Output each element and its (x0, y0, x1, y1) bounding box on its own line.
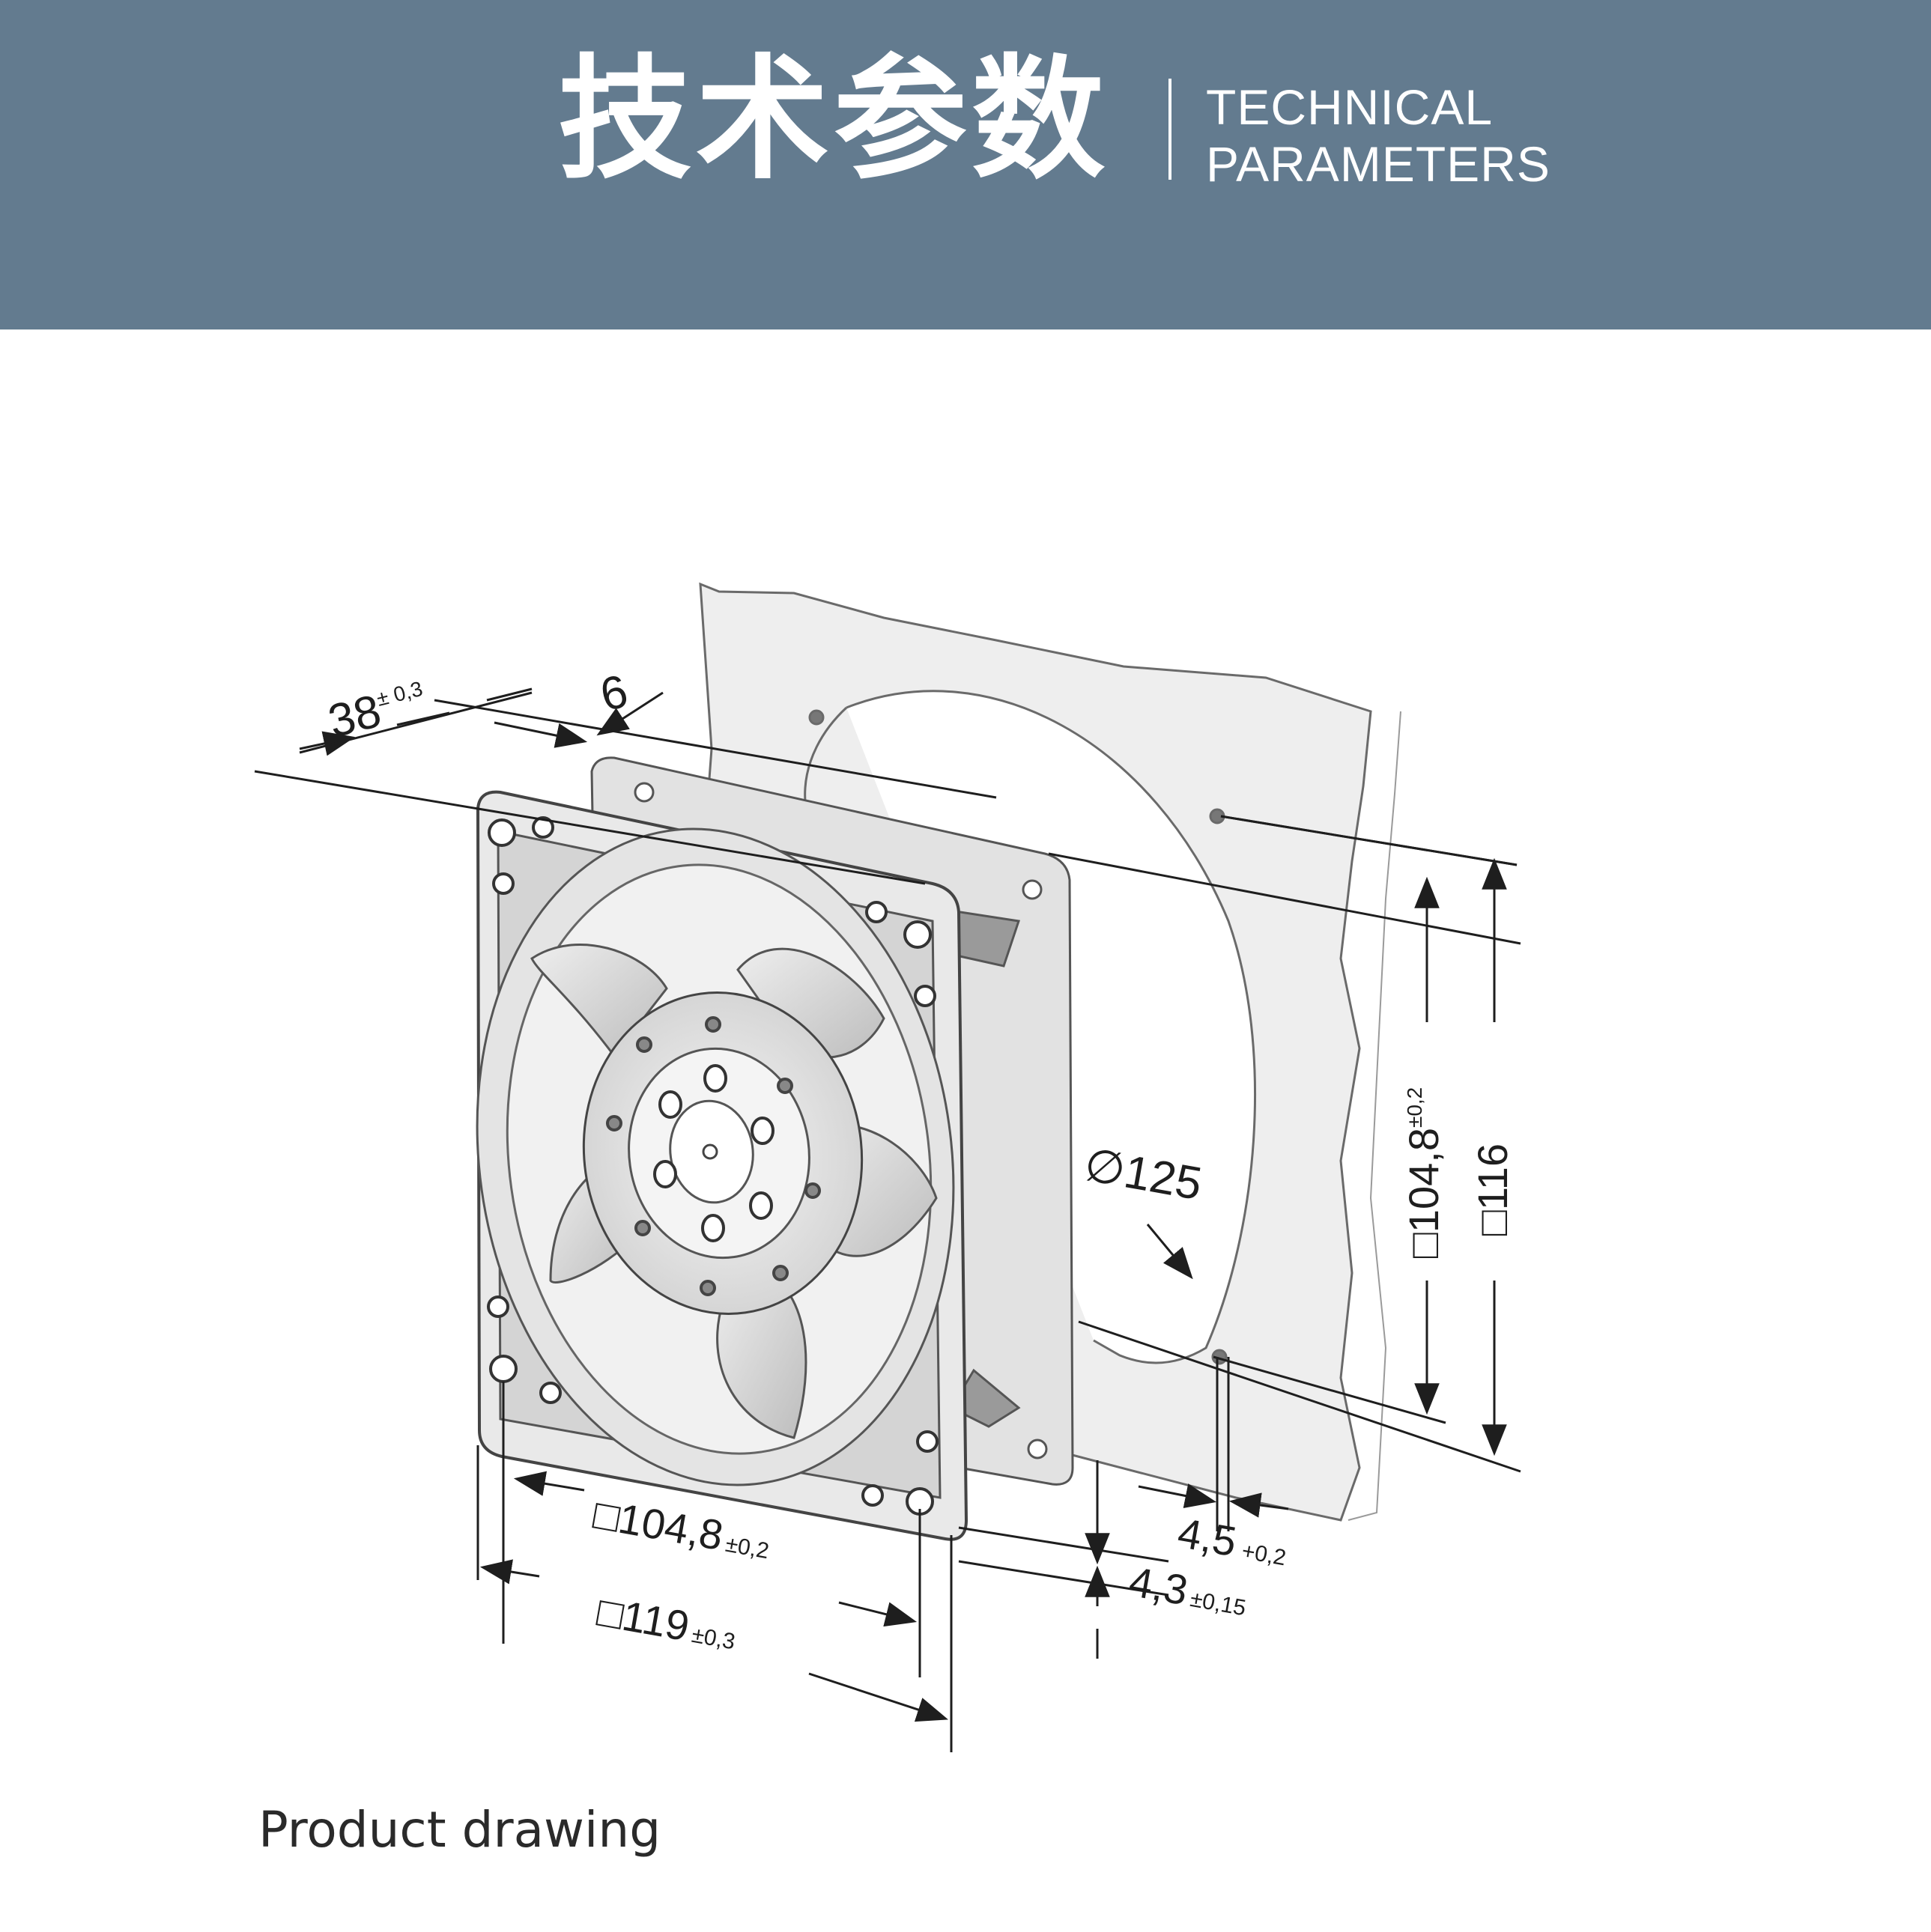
svg-text:4,3±0,15: 4,3±0,15 (1126, 1558, 1251, 1625)
dim-depth: 38 (324, 685, 386, 748)
fan-front-frame (476, 790, 968, 1541)
corner-holes (487, 816, 939, 1516)
dim-outer-h-tol: ±0,3 (690, 1623, 737, 1655)
svg-text:4,5+0,2: 4,5+0,2 (1174, 1509, 1291, 1575)
dimension-labels: 38± 0,3 6 ∅125 □104,8±0,2 □116 □104,8±0,… (324, 665, 1516, 1659)
title-english-line1: TECHNICAL (1206, 79, 1494, 135)
dim-hole-spacing-v-tol: ±0,2 (1403, 1087, 1426, 1128)
svg-text:□104,8±0,2: □104,8±0,2 (1400, 1087, 1447, 1258)
dim-4-3: 4,3 (1126, 1558, 1192, 1614)
dim-hole-spacing-h: □104,8 (590, 1490, 727, 1559)
dim-4-5: 4,5 (1174, 1509, 1240, 1566)
dim-hole-spacing-h-tol: ±0,2 (724, 1532, 771, 1564)
dimension-lines (254, 687, 1521, 1752)
svg-text:38± 0,3: 38± 0,3 (324, 674, 431, 748)
caption-product-drawing: Product drawing (258, 1801, 661, 1859)
title-chinese: 技术参数 (558, 42, 1109, 197)
fan-technical-drawing: 38± 0,3 6 ∅125 □104,8±0,2 □116 □104,8±0,… (254, 582, 1521, 1752)
dim-depth-tol: ± 0,3 (375, 677, 425, 711)
title-divider (1168, 79, 1171, 180)
dim-outer-h: □119 (594, 1588, 693, 1650)
header-banner: 技术参数 TECHNICAL PARAMETERS (0, 0, 1931, 329)
dim-flange: 6 (595, 665, 633, 721)
title-english: TECHNICAL PARAMETERS (1206, 79, 1550, 192)
dim-4-5-tol: +0,2 (1240, 1539, 1288, 1571)
dim-outer-v: □116 (1469, 1143, 1516, 1236)
title-english-line2: PARAMETERS (1206, 136, 1550, 192)
fan-hub (582, 991, 864, 1315)
dim-hole-spacing-v: □104,8 (1400, 1128, 1447, 1258)
dim-4-3-tol: ±0,15 (1188, 1587, 1247, 1620)
svg-text:□119±0,3: □119±0,3 (594, 1588, 740, 1659)
